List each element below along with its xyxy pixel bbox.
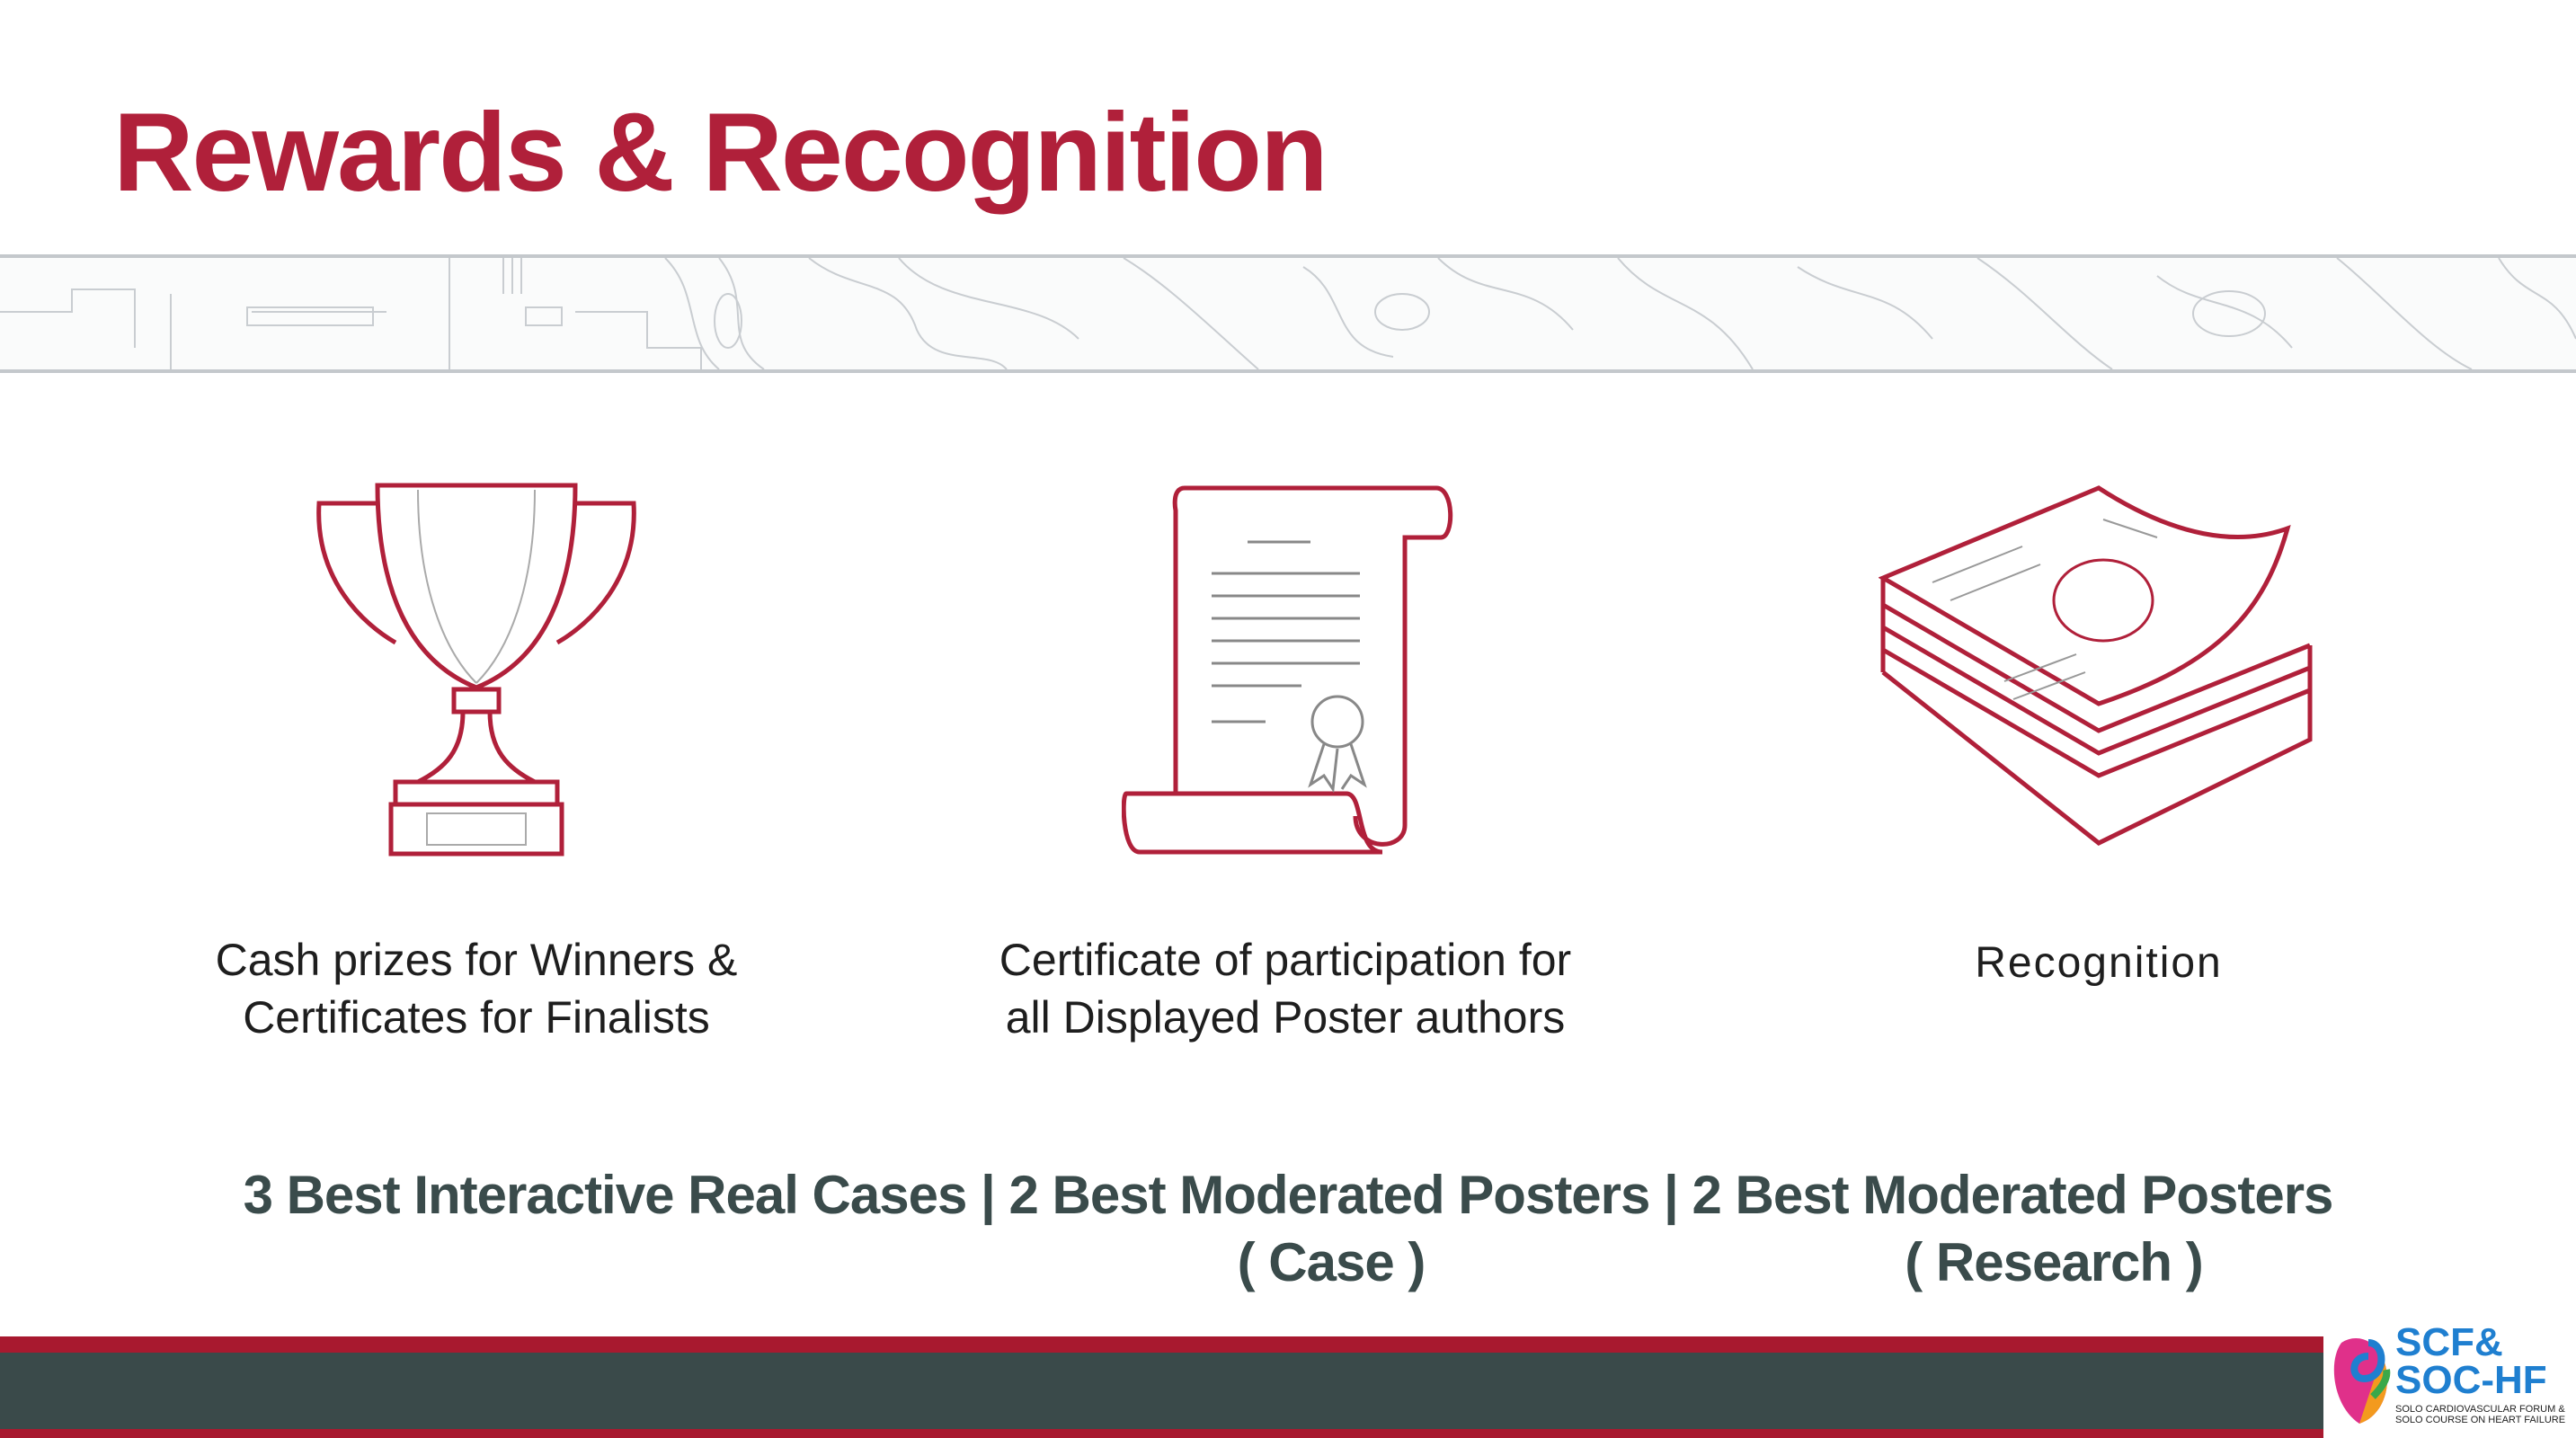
logo-line1: SCF& — [2395, 1320, 2503, 1364]
page-title: Rewards & Recognition — [113, 91, 1328, 215]
decorative-pattern-band — [0, 254, 2576, 373]
awards-summary: 3 Best Interactive Real Cases | 2 Best M… — [243, 1165, 2334, 1225]
logo-sub2: SOLO COURSE ON HEART FAILURE — [2395, 1415, 2566, 1425]
awards-research-label: ( Research ) — [1905, 1232, 2203, 1292]
card-caption-recognition: Recognition — [1784, 935, 2413, 992]
card-caption-cash-prizes: Cash prizes for Winners & Certificates f… — [162, 931, 791, 1046]
certificate-scroll-icon — [1122, 485, 1453, 855]
contour-pattern — [0, 257, 2576, 370]
logo-line2: SOC-HF — [2395, 1358, 2547, 1402]
trophy-icon — [316, 483, 636, 857]
awards-case-label: ( Case ) — [1237, 1232, 1426, 1292]
caption-line: Recognition — [1975, 939, 2223, 987]
card-caption-certificate: Certificate of participation for all Dis… — [944, 931, 1627, 1046]
footer-band — [0, 1336, 2337, 1438]
heart-logo-icon — [2333, 1338, 2391, 1424]
stacked-papers-icon — [1879, 485, 2313, 846]
scf-soc-hf-logo: SCF& SOC-HF SOLO CARDIOVASCULAR FORUM & … — [2323, 1312, 2576, 1438]
caption-line: Certificate of participation for — [999, 935, 1572, 985]
logo-sub1: SOLO CARDIOVASCULAR FORUM & — [2395, 1404, 2565, 1415]
caption-line: Cash prizes for Winners & — [215, 935, 738, 985]
caption-line: Certificates for Finalists — [243, 992, 710, 1043]
caption-line: all Displayed Poster authors — [1005, 992, 1566, 1043]
